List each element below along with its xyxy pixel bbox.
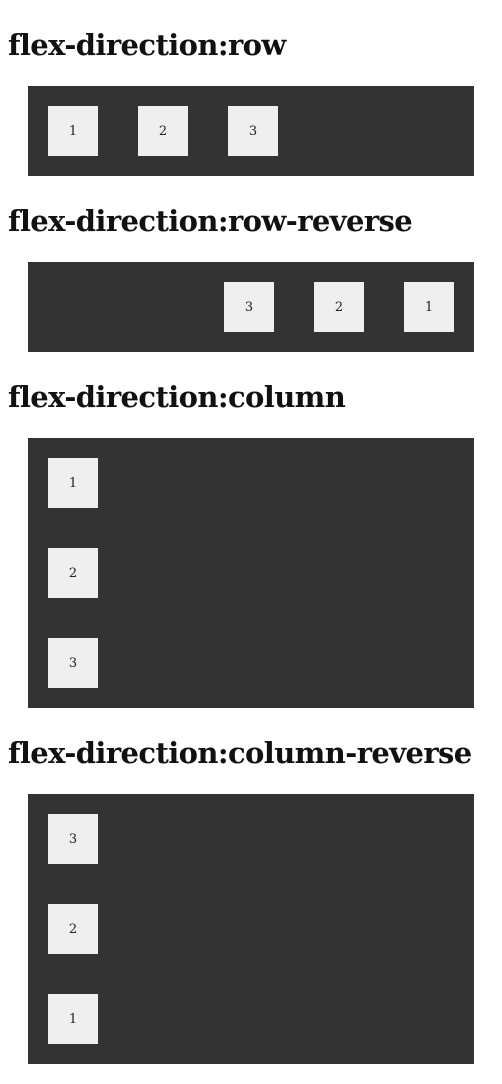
flex-column-container: 1 2 3 <box>28 438 474 708</box>
flex-item: 2 <box>314 282 364 332</box>
flex-item: 1 <box>48 994 98 1044</box>
heading-flex-column-reverse: flex-direction:column-reverse <box>8 736 472 770</box>
flex-item: 2 <box>48 904 98 954</box>
flex-item: 1 <box>48 106 98 156</box>
heading-flex-column: flex-direction:column <box>8 380 346 414</box>
flex-item: 3 <box>48 814 98 864</box>
flex-row-container: 1 2 3 <box>28 86 474 176</box>
flex-item: 3 <box>224 282 274 332</box>
flex-item: 2 <box>48 548 98 598</box>
heading-flex-row: flex-direction:row <box>8 28 286 62</box>
flex-column-reverse-container: 3 2 1 <box>28 794 474 1064</box>
flex-item: 3 <box>228 106 278 156</box>
flex-item: 1 <box>404 282 454 332</box>
flex-row-reverse-container: 3 2 1 <box>28 262 474 352</box>
flex-item: 1 <box>48 458 98 508</box>
heading-flex-row-reverse: flex-direction:row-reverse <box>8 204 413 238</box>
flex-item: 3 <box>48 638 98 688</box>
flex-item: 2 <box>138 106 188 156</box>
